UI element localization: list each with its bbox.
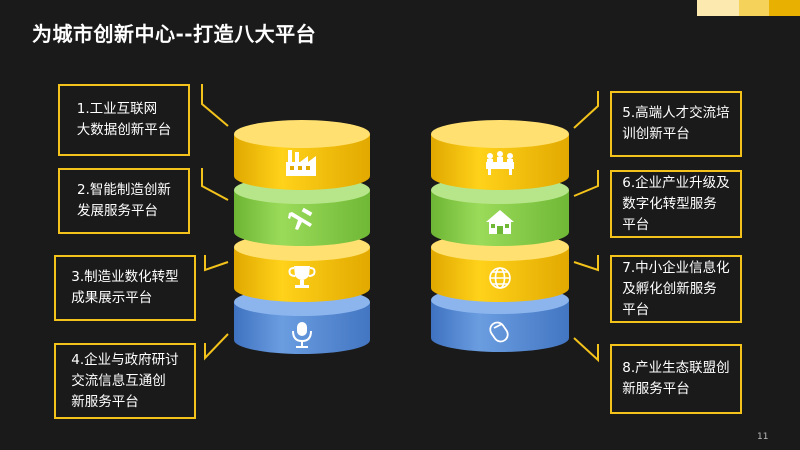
left-cylinder-1: [234, 120, 370, 190]
globe-icon: [489, 267, 511, 289]
left-connectors: [201, 84, 229, 361]
factory-icon: [286, 150, 316, 176]
platform-label-4: 4.企业与政府研讨 交流信息互通创 新服务平台: [71, 351, 179, 410]
mouse-icon: [489, 321, 509, 343]
slide-title: 为城市创新中心--打造八大平台: [32, 22, 317, 46]
platform-box-5: 5.高端人才交流培 训创新平台: [610, 91, 742, 157]
platform-box-6: 6.企业产业升级及 数字化转型服务 平台: [610, 170, 742, 238]
platform-label-6: 6.企业产业升级及 数字化转型服务 平台: [622, 174, 730, 233]
platform-box-3: 3.制造业数化转型 成果展示平台: [54, 255, 196, 321]
platform-box-4: 4.企业与政府研讨 交流信息互通创 新服务平台: [54, 343, 196, 419]
platform-label-1: 1.工业互联网 大数据创新平台: [76, 101, 172, 138]
house-icon: [486, 210, 514, 234]
right-connectors: [573, 91, 599, 363]
corner-decoration-dark: [769, 0, 800, 16]
page-number: 11: [757, 432, 769, 442]
microphone-icon: [292, 322, 312, 348]
platform-label-3: 3.制造业数化转型 成果展示平台: [71, 269, 179, 306]
corner-decoration-light: [697, 0, 739, 16]
platform-box-2: 2.智能制造创新 发展服务平台: [58, 168, 190, 234]
platform-box-7: 7.中小企业信息化 及孵化创新服务 平台: [610, 255, 742, 323]
platform-label-7: 7.中小企业信息化 及孵化创新服务 平台: [622, 259, 730, 318]
platform-label-5: 5.高端人才交流培 训创新平台: [622, 105, 730, 142]
trophy-icon: [288, 266, 316, 288]
platform-label-8: 8.产业生态联盟创 新服务平台: [622, 360, 730, 397]
platform-box-1: 1.工业互联网 大数据创新平台: [58, 84, 190, 156]
platform-box-8: 8.产业生态联盟创 新服务平台: [610, 344, 742, 414]
meeting-icon: [486, 151, 514, 175]
platform-label-2: 2.智能制造创新 发展服务平台: [77, 182, 171, 219]
airplane-icon: [288, 207, 313, 230]
corner-decoration-mid: [739, 0, 769, 16]
